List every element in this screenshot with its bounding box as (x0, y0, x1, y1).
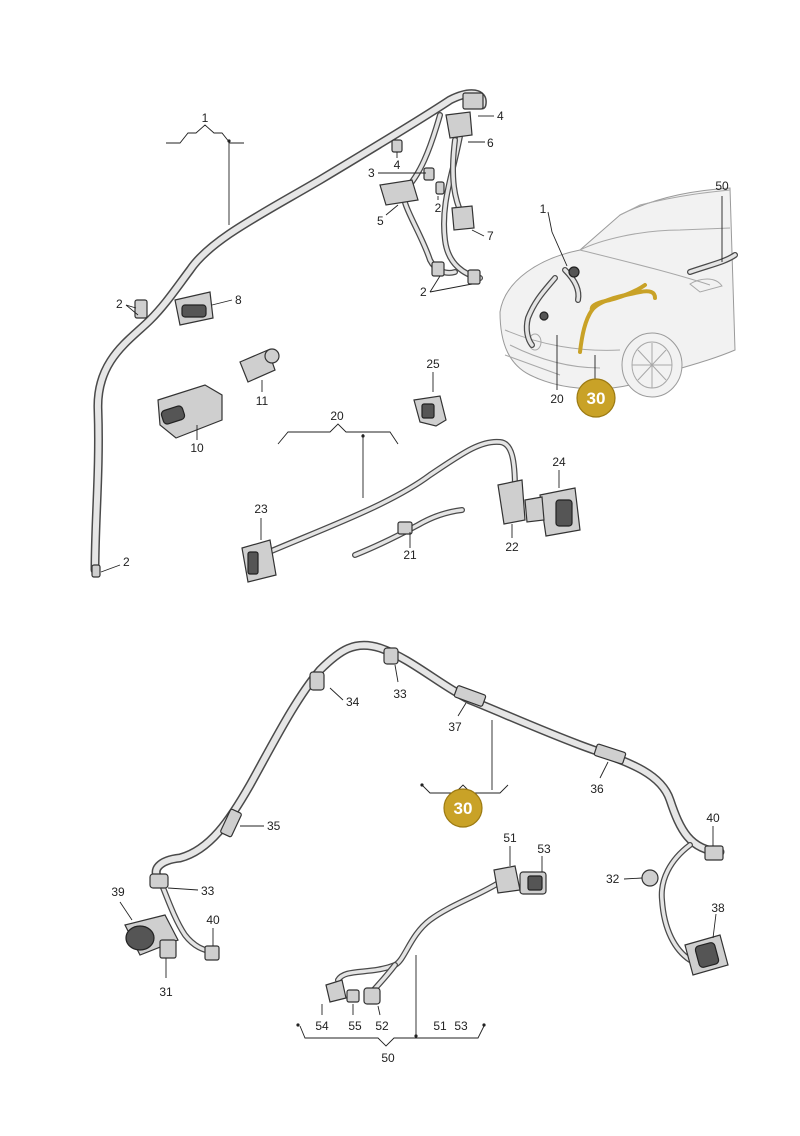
callout-8: 8 (235, 293, 242, 307)
callout-39: 39 (111, 885, 125, 899)
callout-4a: 4 (497, 109, 504, 123)
callout-20: 20 (330, 409, 344, 423)
callout-40b: 40 (706, 811, 720, 825)
badge-30 (443, 788, 483, 828)
callout-55: 55 (348, 1019, 362, 1033)
callout-2c: 2 (116, 297, 123, 311)
callout-35: 35 (267, 819, 281, 833)
callout-2a: 2 (435, 201, 442, 215)
callout-52: 52 (375, 1019, 389, 1033)
callout-10: 10 (190, 441, 204, 455)
callout-23: 23 (254, 502, 268, 516)
part-25: 25 (413, 357, 447, 427)
callouts-harness-50: 51 53 54 55 52 51 53 50 (296, 831, 551, 1065)
callout-3: 3 (368, 166, 375, 180)
callout-51b: 51 (433, 1019, 447, 1033)
part-10: 10 (157, 384, 223, 455)
harness-50 (325, 865, 547, 1005)
part-11: 11 (239, 348, 280, 408)
callout-53a: 53 (537, 842, 551, 856)
callout-51a: 51 (503, 831, 517, 845)
callout-38: 38 (711, 901, 725, 915)
callout-car-50: 50 (715, 179, 729, 193)
callout-7: 7 (487, 229, 494, 243)
callout-34: 34 (346, 695, 360, 709)
callout-6: 6 (487, 136, 494, 150)
callout-50: 50 (381, 1051, 395, 1065)
callout-53b: 53 (454, 1019, 468, 1033)
callout-5: 5 (377, 214, 384, 228)
callout-54: 54 (315, 1019, 329, 1033)
callout-2d: 2 (123, 555, 130, 569)
badge-30-car (576, 378, 616, 418)
callout-36: 36 (590, 782, 604, 796)
harness-20: 20 23 21 22 24 (241, 409, 581, 583)
badge-30-text: 30 (454, 799, 473, 818)
callout-33a: 33 (393, 687, 407, 701)
callout-40a: 40 (206, 913, 220, 927)
callout-37: 37 (448, 720, 462, 734)
callout-33b: 33 (201, 884, 215, 898)
callouts-harness-30: 34 33 37 36 35 33 39 40 31 32 40 38 30 (111, 664, 725, 999)
callout-25: 25 (426, 357, 440, 371)
callout-22: 22 (505, 540, 519, 554)
badge-30-car-text: 30 (587, 389, 606, 408)
label-group-1: 1 (166, 111, 244, 225)
callout-21: 21 (403, 548, 417, 562)
callout-2b: 2 (420, 285, 427, 299)
callout-4b: 4 (394, 158, 401, 172)
callout-11: 11 (256, 394, 269, 408)
callout-24: 24 (552, 455, 566, 469)
callout-31: 31 (159, 985, 173, 999)
car-illustration: 1 20 50 30 (499, 179, 738, 418)
callout-32: 32 (606, 872, 620, 886)
callouts-upper-left: 4 6 4 3 2 5 7 2 8 2 2 (100, 109, 504, 573)
harness-30 (124, 640, 729, 976)
harness-1 (90, 89, 487, 578)
callout-car-1: 1 (540, 202, 547, 216)
callout-1: 1 (202, 111, 209, 125)
callout-car-20: 20 (550, 392, 564, 406)
